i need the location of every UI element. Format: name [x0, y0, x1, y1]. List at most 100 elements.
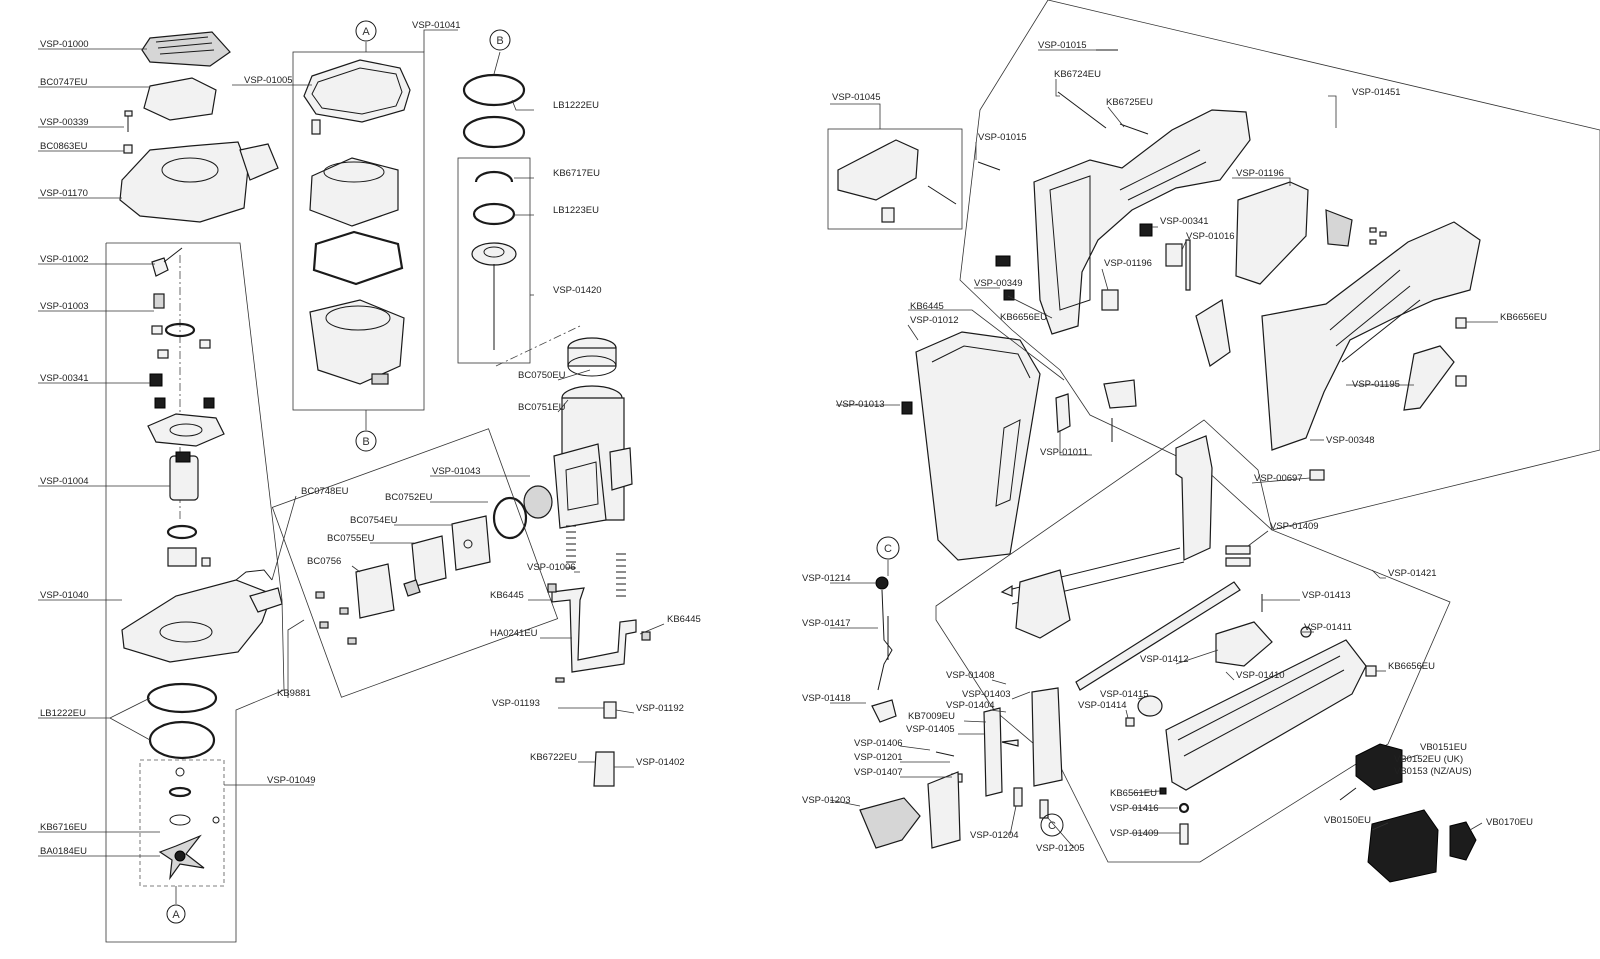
label-vsp01413: VSP-01413: [1302, 590, 1351, 601]
label-kb6656eu-b: KB6656EU: [1500, 312, 1547, 323]
label-bc0750eu: BC0750EU: [518, 370, 566, 381]
label-vsp01201: VSP-01201: [854, 752, 903, 763]
label-ha0241eu: HA0241EU: [490, 628, 538, 639]
label-bc0863eu: BC0863EU: [40, 141, 88, 152]
label-vsp00697: VSP-00697: [1254, 473, 1303, 484]
label-vsp01004: VSP-01004: [40, 476, 89, 487]
label-vb0170eu: VB0170EU: [1486, 817, 1533, 828]
label-kb6445-a: KB6445: [490, 590, 524, 601]
label-kb6716eu: KB6716EU: [40, 822, 87, 833]
label-vsp01016: VSP-01016: [1186, 231, 1235, 242]
label-vsp01193: VSP-01193: [492, 698, 540, 709]
label-kb7009eu: KB7009EU: [908, 711, 955, 722]
left-valve-assembly: [147, 247, 225, 567]
ref-c-top-circle: [876, 536, 900, 560]
label-vsp01403: VSP-01403: [962, 689, 1011, 700]
label-bc0755eu: BC0755EU: [327, 533, 375, 544]
label-vsp01000: VSP-01000: [40, 39, 89, 50]
ref-c-bottom-circle: [1040, 813, 1064, 837]
label-bc0754eu: BC0754EU: [350, 515, 398, 526]
label-kb6561eu: KB6561EU: [1110, 788, 1157, 799]
label-vsp01040: VSP-01040: [40, 590, 89, 601]
label-vsp00339: VSP-00339: [40, 117, 89, 128]
label-vsp01404: VSP-01404: [946, 700, 995, 711]
label-vsp01411: VSP-01411: [1304, 622, 1352, 633]
label-vsp01416: VSP-01416: [1110, 803, 1159, 814]
label-vsp00349: VSP-00349: [974, 278, 1023, 289]
right-magazine-body: [901, 331, 1113, 561]
left-cylinder-assembly: [292, 51, 425, 411]
label-vsp01049: VSP-01049: [267, 775, 316, 786]
label-vsp01043: VSP-01043: [432, 466, 481, 477]
label-vsp01409-b: VSP-01409: [1110, 828, 1159, 839]
label-vsp01192: VSP-01192: [636, 703, 684, 714]
ref-a-bottom: A: [172, 909, 180, 921]
left-mid-body-assembly: [271, 325, 633, 698]
label-vsp01205: VSP-01205: [1036, 843, 1085, 854]
label-vsp01170: VSP-01170: [40, 188, 88, 199]
label-vsp01002: VSP-01002: [40, 254, 89, 265]
right-handle-assembly: [959, 0, 1600, 531]
reference-markers: A B B A C C: [166, 20, 1064, 924]
left-cap-assembly: [119, 31, 279, 223]
label-kb6725eu: KB6725EU: [1106, 97, 1153, 108]
label-kb6656eu-a: KB6656EU: [1000, 312, 1047, 323]
label-vsp01204: VSP-01204: [970, 830, 1019, 841]
label-vsp01045: VSP-01045: [832, 92, 881, 103]
label-ba0184eu: BA0184EU: [40, 846, 87, 857]
label-lb1222eu-right: LB1222EU: [553, 100, 599, 111]
label-vsp01015-b: VSP-01015: [978, 132, 1027, 143]
label-vsp01214: VSP-01214: [802, 573, 851, 584]
right-part-labels: VSP-01015 KB6724EU KB6725EU VSP-01045 VS…: [802, 40, 1547, 854]
label-kb6724eu: KB6724EU: [1054, 69, 1101, 80]
label-bc0756: BC0756: [307, 556, 341, 567]
label-vsp01196-a: VSP-01196: [1236, 168, 1284, 179]
label-vsp01418: VSP-01418: [802, 693, 851, 704]
label-kb6445-b: KB6445: [667, 614, 701, 625]
label-vb0153: VB0153 (NZ/AUS): [1394, 766, 1472, 777]
label-lb1223eu: LB1223EU: [553, 205, 599, 216]
label-vsp01402: VSP-01402: [636, 757, 685, 768]
ref-b-top-circle: [489, 29, 511, 51]
label-vsp01408: VSP-01408: [946, 670, 995, 681]
label-vsp01011: VSP-01011: [1040, 447, 1088, 458]
label-vsp01003: VSP-01003: [40, 301, 89, 312]
right-trigger-parts: [859, 576, 1063, 849]
label-kb6445-c: KB6445: [910, 301, 944, 312]
ref-b-top: B: [496, 35, 503, 47]
ref-c-top: C: [884, 543, 892, 555]
left-base-assembly: [121, 569, 283, 760]
label-kb6656eu-c: KB6656EU: [1388, 661, 1435, 672]
ref-a-bottom-circle: [166, 904, 186, 924]
label-vsp01203: VSP-01203: [802, 795, 851, 806]
right-top-insert: [827, 128, 963, 230]
label-vsp01006: VSP-01006: [527, 562, 576, 573]
label-vsp01406: VSP-01406: [854, 738, 903, 749]
label-kb9881: KB9881: [277, 688, 311, 699]
left-leader-lines: [38, 29, 665, 943]
label-bc0751eu: BC0751EU: [518, 402, 566, 413]
label-bc0752eu: BC0752EU: [385, 492, 433, 503]
label-vb0150eu: VB0150EU: [1324, 815, 1371, 826]
label-vsp01405: VSP-01405: [906, 724, 955, 735]
label-vsp00348: VSP-00348: [1326, 435, 1375, 446]
label-kb6717eu: KB6717EU: [553, 168, 600, 179]
label-vsp01421: VSP-01421: [1388, 568, 1437, 579]
label-vb0152eu: VB0152EU (UK): [1394, 754, 1463, 765]
label-vsp01409-a: VSP-01409: [1270, 521, 1319, 532]
left-fan-assembly: [139, 759, 225, 887]
ref-a-top: A: [362, 26, 370, 38]
ref-b-bottom-circle: [355, 430, 377, 452]
left-part-labels: VSP-01000 BC0747EU VSP-00339 BC0863EU VS…: [40, 20, 701, 857]
label-vsp01417: VSP-01417: [802, 618, 851, 629]
ref-c-bottom: C: [1048, 820, 1056, 832]
label-vsp01414: VSP-01414: [1078, 700, 1127, 711]
right-nose-assembly: [935, 419, 1451, 863]
label-vsp01013: VSP-01013: [836, 399, 885, 410]
label-vsp01407: VSP-01407: [854, 767, 903, 778]
label-bc0747eu: BC0747EU: [40, 77, 88, 88]
label-kb6722eu: KB6722EU: [530, 752, 577, 763]
label-vsp01451: VSP-01451: [1352, 87, 1401, 98]
ref-a-top-circle: [355, 20, 377, 42]
